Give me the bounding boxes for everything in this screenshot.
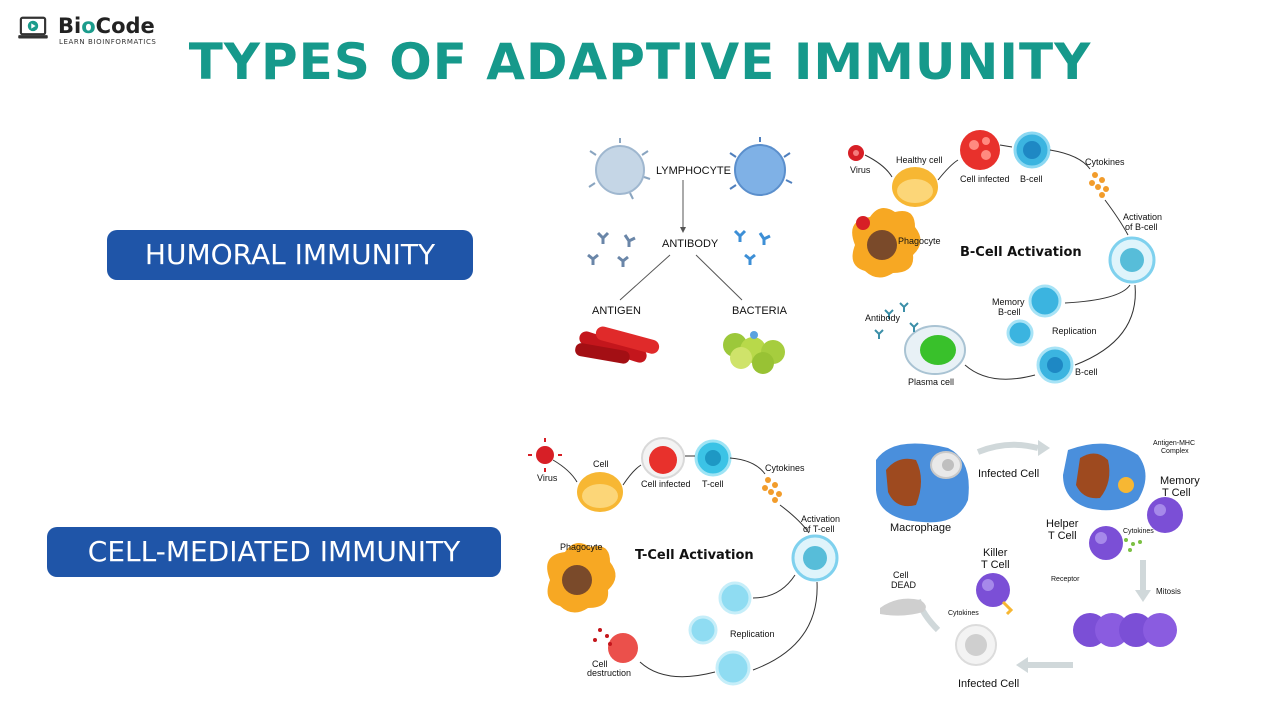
mitosis-tcells-icon <box>1073 613 1177 647</box>
bcell-cytokines-label: Cytokines <box>1085 157 1125 167</box>
bacteria-icon <box>723 331 785 374</box>
tcell-cycle-graphic <box>528 437 839 686</box>
antigen-mhc-label-2: Complex <box>1161 448 1189 455</box>
tcell-activation-diagram: Virus Cell Cell infected T-cell Cytokine… <box>525 430 845 690</box>
tcell-phagocyte-label: Phagocyte <box>560 542 603 552</box>
lymphocyte-right-icon <box>729 137 793 196</box>
dead-cell-label-1: Cell <box>893 570 909 580</box>
memory-tcell-label-2: T Cell <box>1162 487 1191 499</box>
bcell-healthy-cell-label: Healthy cell <box>896 155 943 165</box>
healthy-cell-icon <box>892 167 938 207</box>
lymphocyte-label: LYMPHOCYTE <box>656 165 731 177</box>
lymphocyte-left-icon <box>588 138 651 200</box>
cell-mediated-diagram: Infected Cell Macrophage Antigen-MHC Com… <box>868 430 1208 692</box>
tcell-cytokines-label: Cytokines <box>765 463 805 473</box>
bcell-antibody-label: Antibody <box>865 313 901 323</box>
infected-cell-top-label: Infected Cell <box>978 468 1040 480</box>
tcell-destruction-label-1: Cell <box>592 659 608 669</box>
bcell-cell-infected-label: Cell infected <box>960 174 1010 184</box>
cell-icon <box>577 472 623 512</box>
cell-mediated-immunity-label: CELL-MEDIATED IMMUNITY <box>47 527 501 577</box>
antigen-label: ANTIGEN <box>592 305 641 317</box>
phagocyte-icon <box>852 208 921 278</box>
laptop-play-icon <box>18 16 48 39</box>
page-title: TYPES OF ADAPTIVE IMMUNITY <box>188 33 1092 91</box>
bcell-cycle-graphic <box>848 130 1156 384</box>
antibody-label: ANTIBODY <box>662 238 719 250</box>
tcell-activation-title: T-Cell Activation <box>635 548 754 563</box>
phagocyte-icon <box>547 543 616 613</box>
tcell-top-label: T-cell <box>702 479 724 489</box>
antigen-icon <box>575 326 660 364</box>
tcell-destruction-label-2: destruction <box>587 668 632 678</box>
tcell-cell-infected-label: Cell infected <box>641 479 691 489</box>
tcell-replication-label: Replication <box>730 629 775 639</box>
helper-tcell-icon <box>1089 526 1123 560</box>
cell-mediated-graphic <box>876 440 1183 673</box>
cytokines-icon <box>1089 172 1109 198</box>
helper-tcell-label-2: T Cell <box>1048 530 1077 542</box>
bcell-top-label: B-cell <box>1020 174 1043 184</box>
cell-destruction-icon <box>593 628 638 663</box>
antigen-presenting-cell-icon <box>1063 443 1146 511</box>
tcell-replication-icon <box>688 581 752 686</box>
tcell-infected-icon <box>641 437 685 479</box>
bacteria-label: BACTERIA <box>732 305 788 317</box>
killer-tcell-icon <box>976 573 1014 616</box>
tcell-top-icon <box>694 439 732 477</box>
bcell-top-icon <box>1013 131 1051 169</box>
bcell-activation-title: B-Cell Activation <box>960 245 1082 260</box>
bcell-memory-label-1: Memory <box>992 297 1025 307</box>
biocode-logo: BioCode LEARN BIOINFORMATICS <box>16 14 176 50</box>
antigen-mhc-label-1: Antigen-MHC <box>1153 440 1196 447</box>
cytokines-icon <box>762 477 782 503</box>
tcell-activation-label-1: Activation <box>801 514 841 524</box>
mitosis-label: Mitosis <box>1156 587 1181 596</box>
bcell-activation-label-1: Activation <box>1123 212 1163 222</box>
bcell-bottom-icon <box>1036 346 1074 384</box>
brand-tagline: LEARN BIOINFORMATICS <box>59 38 157 46</box>
memory-tcell-label-1: Memory <box>1160 475 1200 487</box>
macrophage-icon <box>876 443 969 523</box>
receptor-label: Receptor <box>1051 576 1080 583</box>
lymphocyte-antibody-graphic <box>575 137 793 374</box>
antibody-icons <box>587 231 636 267</box>
lymphocyte-antibody-diagram: LYMPHOCYTE ANTIBODY ANTIGEN BACTERIA <box>570 135 810 380</box>
bcell-activation-icon <box>1108 236 1156 284</box>
virus-icon <box>848 145 864 161</box>
bcell-activation-diagram: Virus Healthy cell Cell infected B-cell … <box>840 125 1165 390</box>
bcell-bottom-label: B-cell <box>1075 367 1098 377</box>
bcell-plasma-cell-label: Plasma cell <box>908 377 955 387</box>
bcell-activation-label-2: of B-cell <box>1125 222 1158 232</box>
tcell-virus-label: Virus <box>537 473 558 483</box>
bcell-phagocyte-label: Phagocyte <box>898 236 941 246</box>
tcell-activation-label-2: of T-cell <box>803 524 835 534</box>
cytokines-helper-label: Cytokines <box>1123 528 1154 535</box>
brand-name: BioCode <box>58 14 155 38</box>
bcell-replication-label: Replication <box>1052 326 1097 336</box>
killer-tcell-label-2: T Cell <box>981 559 1010 571</box>
humoral-immunity-label: HUMORAL IMMUNITY <box>107 230 473 280</box>
bcell-memory-label-2: B-cell <box>998 307 1021 317</box>
memory-tcell-icon <box>1147 497 1183 533</box>
helper-tcell-label-1: Helper <box>1046 518 1079 530</box>
dead-cell-label-2: DEAD <box>891 580 917 590</box>
dead-cell-icon <box>880 598 926 616</box>
bcell-virus-label: Virus <box>850 165 871 175</box>
tcell-activation-icon <box>791 534 839 582</box>
bcell-replication-icon <box>1006 284 1062 347</box>
plasma-cell-icon <box>904 325 966 375</box>
virus-icon <box>528 438 562 472</box>
killer-tcell-label-1: Killer <box>983 547 1008 559</box>
macrophage-label: Macrophage <box>890 522 952 534</box>
infected-cell-bottom-icon <box>955 624 997 666</box>
cytokines-killer-label: Cytokines <box>948 610 979 617</box>
infected-cell-bottom-label: Infected Cell <box>958 678 1020 690</box>
tcell-cell-label: Cell <box>593 459 609 469</box>
infected-cell-icon <box>960 130 1000 170</box>
